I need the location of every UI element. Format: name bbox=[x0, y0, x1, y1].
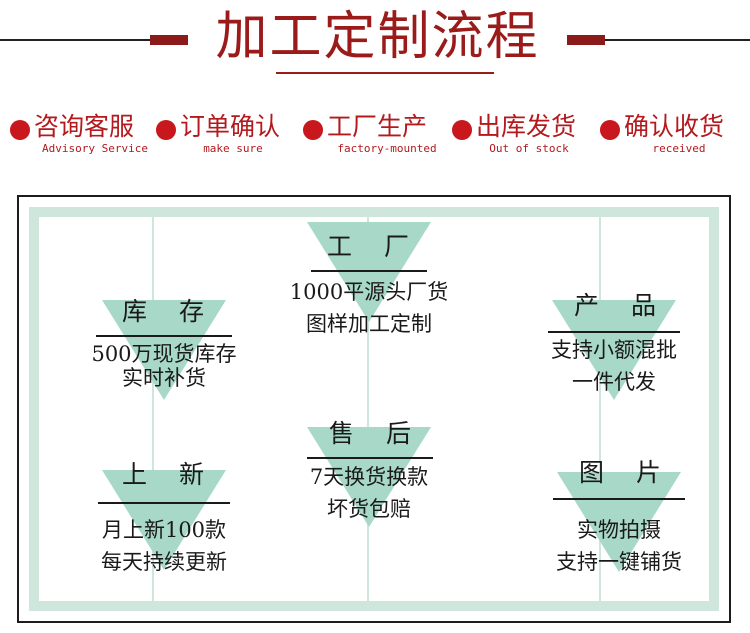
card-title: 产 品 bbox=[574, 291, 668, 320]
card-title-underline bbox=[553, 498, 685, 500]
step-label: 订单确认 bbox=[180, 112, 281, 141]
card-inventory: 库 存 bbox=[94, 285, 234, 425]
card-text-line: 7天换货换款 bbox=[309, 465, 429, 489]
card-product: 产 品 bbox=[544, 285, 684, 425]
step-label: 工厂生产 bbox=[327, 112, 428, 141]
card-text-line: 500万现货库存 bbox=[91, 342, 237, 366]
column-divider bbox=[599, 217, 601, 601]
card-new-arrivals: 上 新 bbox=[94, 452, 234, 592]
features-panel: 工 厂 1000平源头厂货 图样加工定制 库 存 500万现货库存 实时补货 产… bbox=[39, 217, 709, 601]
step-sublabel: factory-mounted bbox=[337, 142, 437, 155]
card-title: 工 厂 bbox=[327, 232, 421, 261]
title-underline bbox=[276, 72, 494, 74]
triangle-marker-icon bbox=[102, 300, 226, 400]
step-bullet-icon bbox=[600, 120, 620, 140]
process-steps: 咨询客服 Advisory Service 订单确认 make sure 工厂生… bbox=[10, 110, 745, 160]
card-title-underline bbox=[307, 457, 433, 459]
page-title: 加工定制流程 bbox=[215, 7, 540, 67]
column-divider bbox=[152, 217, 154, 601]
triangle-marker-icon bbox=[307, 427, 431, 527]
step-sublabel: received bbox=[652, 142, 706, 155]
card-title-underline bbox=[311, 270, 427, 272]
card-title-underline bbox=[548, 331, 680, 333]
features-frame: 工 厂 1000平源头厂货 图样加工定制 库 存 500万现货库存 实时补货 产… bbox=[17, 195, 731, 623]
triangle-marker-icon bbox=[552, 300, 676, 400]
card-title-underline bbox=[98, 502, 230, 504]
step-bullet-icon bbox=[303, 120, 323, 140]
step-sublabel: Advisory Service bbox=[42, 142, 148, 155]
step-sublabel: Out of stock bbox=[489, 142, 569, 155]
card-title: 售 后 bbox=[329, 419, 423, 448]
card-title: 上 新 bbox=[122, 460, 216, 489]
card-text-line: 实物拍摄 bbox=[577, 518, 661, 542]
frame-border-band: 工 厂 1000平源头厂货 图样加工定制 库 存 500万现货库存 实时补货 产… bbox=[29, 207, 719, 611]
triangle-marker-icon bbox=[307, 222, 431, 322]
card-text-line: 支持一键铺货 bbox=[556, 550, 682, 574]
triangle-marker-icon bbox=[102, 470, 226, 570]
title-rule-right bbox=[605, 39, 750, 41]
card-photos: 图 片 bbox=[549, 452, 689, 592]
card-text-line: 月上新100款 bbox=[101, 518, 227, 542]
card-title: 图 片 bbox=[579, 458, 673, 487]
step-sublabel: make sure bbox=[203, 142, 263, 155]
card-title-underline bbox=[96, 335, 232, 337]
triangle-marker-icon bbox=[557, 472, 681, 572]
title-accent-right bbox=[567, 35, 605, 45]
card-after-sales: 售 后 bbox=[299, 407, 439, 537]
title-rule-left bbox=[0, 39, 150, 41]
card-text-line: 实时补货 bbox=[122, 366, 206, 390]
card-text-line: 支持小额混批 bbox=[551, 338, 677, 362]
card-text-line: 一件代发 bbox=[572, 370, 656, 394]
step-bullet-icon bbox=[452, 120, 472, 140]
step-bullet-icon bbox=[156, 120, 176, 140]
card-text-line: 坏货包赔 bbox=[327, 497, 411, 521]
column-divider bbox=[367, 217, 369, 601]
step-bullet-icon bbox=[10, 120, 30, 140]
step-label: 确认收货 bbox=[624, 112, 725, 141]
card-text-line: 1000平源头厂货 bbox=[289, 280, 449, 304]
step-label: 出库发货 bbox=[476, 112, 577, 141]
title-accent-left bbox=[150, 35, 188, 45]
card-factory: 工 厂 bbox=[299, 222, 439, 352]
card-text-line: 图样加工定制 bbox=[306, 312, 432, 336]
step-label: 咨询客服 bbox=[34, 112, 135, 141]
card-title: 库 存 bbox=[122, 297, 216, 326]
card-text-line: 每天持续更新 bbox=[101, 550, 227, 574]
